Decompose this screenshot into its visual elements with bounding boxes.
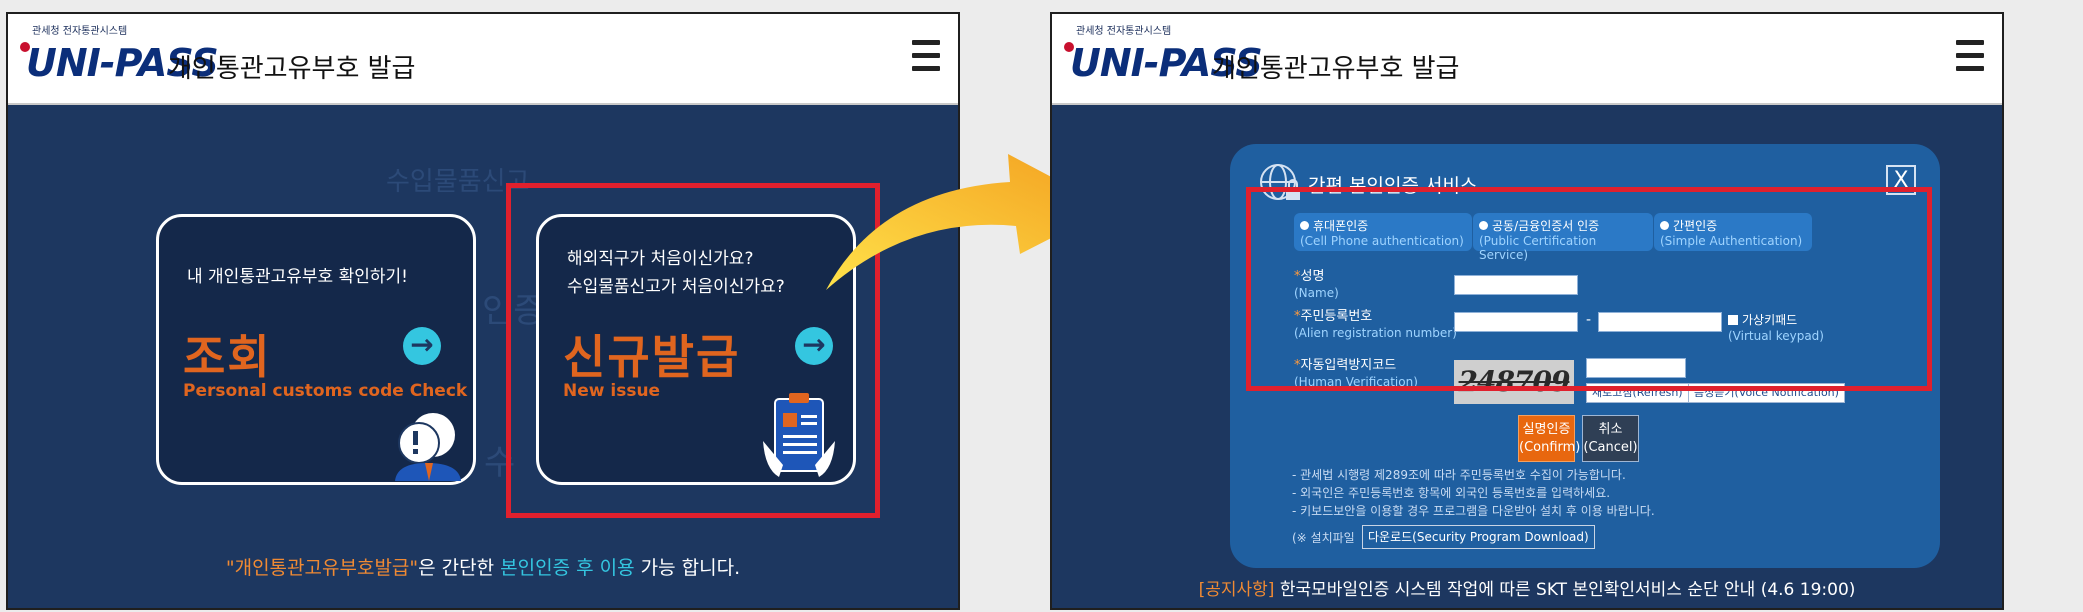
page-title: 개인통관고유부호 발급 [1212, 54, 1460, 84]
footer-note: "개인통관고유부호발급"은 간단한 본인인증 후 이용 가능 합니다. [8, 553, 958, 580]
label-text-en: (Alien registration number) [1294, 326, 1457, 340]
button-label: 실명인증 [1522, 422, 1571, 437]
unipass-logo[interactable]: UNI-PASS [1064, 40, 1263, 86]
page-header: 관세청 전자통관시스템 UNI-PASS 개인통관고유부호 발급 [8, 14, 958, 105]
logo-dot-icon [20, 42, 30, 52]
highlight-box [506, 183, 880, 518]
label-text: 자동입력방지코드 [1300, 358, 1397, 373]
background-text: 수입물품신고 [386, 167, 530, 197]
hamburger-menu-icon[interactable] [912, 40, 940, 74]
label-text-en: (Name) [1294, 286, 1339, 300]
registration-dash: - [1586, 312, 1592, 328]
unipass-logo[interactable]: UNI-PASS [20, 40, 219, 86]
logo-text: UNI-PASS [26, 41, 219, 85]
footer-part: 가능 합니다. [634, 557, 741, 579]
registration-label: *주민등록번호(Alien registration number) [1294, 309, 1457, 340]
new-issue-card[interactable]: 해외직구가 처음이신가요? 수입물품신고가 처음이신가요? 신규발급 New i… [536, 214, 856, 485]
registration-back-input[interactable] [1598, 312, 1722, 332]
registration-front-input[interactable] [1454, 312, 1578, 332]
option-label: 간편인증 [1660, 217, 1806, 234]
note-item: - 관세법 시행령 제289조에 따라 주민등록번호 수집이 가능합니다. [1292, 468, 1626, 482]
gov-label: 관세청 전자통관시스템 [1076, 26, 1172, 37]
card-question: 해외직구가 처음이신가요? [567, 249, 754, 269]
hamburger-menu-icon[interactable] [1956, 40, 1984, 74]
card-question: 내 개인통관고유부호 확인하기! [187, 267, 408, 287]
button-label-en: (Cancel) [1583, 440, 1638, 455]
checkbox-label: 가상키패드 [1742, 313, 1798, 327]
button-label-en: (Confirm) [1519, 440, 1581, 455]
captcha-input[interactable] [1586, 358, 1686, 378]
certificate-auth-option[interactable]: 공동/금융인증서 인증 (Public Certification Servic… [1473, 213, 1653, 262]
logo-text: UNI-PASS [1070, 41, 1263, 85]
security-download-button[interactable]: 다운로드(Security Program Download) [1362, 525, 1595, 549]
option-label-en: (Public Certification Service) [1479, 234, 1597, 262]
arrow-right-icon[interactable]: → [795, 327, 833, 365]
card-title: 조회 [183, 330, 272, 384]
note-item: - 외국인은 주민등록번호 항목에 외국인 등록번호를 입력하세요. [1292, 486, 1611, 500]
footer-part: 본인인증 후 이용 [500, 557, 635, 579]
person-with-exclamation-icon [395, 413, 461, 481]
cell-phone-auth-option[interactable]: 휴대폰인증 (Cell Phone authentication) [1294, 213, 1472, 251]
confirm-button[interactable]: 실명인증 (Confirm) [1518, 415, 1580, 462]
simple-auth-option[interactable]: 간편인증 (Simple Authentication) [1654, 213, 1812, 251]
captcha-label: *자동입력방지코드(Human Verification) [1294, 358, 1418, 389]
cancel-button[interactable]: 취소 (Cancel) [1582, 415, 1639, 462]
logo-dot-icon [1064, 42, 1074, 52]
notice-text: 한국모바일인증 시스템 작업에 따른 SKT 본인확인서비스 순단 안내 (4.… [1274, 580, 1856, 600]
label-text: 주민등록번호 [1300, 309, 1373, 324]
page-title: 개인통관고유부호 발급 [168, 54, 416, 84]
virtual-keypad-toggle[interactable]: 가상키패드 (Virtual keypad) [1728, 312, 1824, 344]
card-title: 신규발급 [563, 330, 741, 384]
footer-part: 은 간단한 [418, 557, 501, 579]
checkbox-label-en: (Virtual keypad) [1728, 329, 1824, 343]
main-area: 수입물품신고 인증 수 내 개인통관고유부호 확인하기! 조회 Personal… [8, 105, 958, 608]
close-button[interactable]: X [1886, 165, 1916, 195]
name-input[interactable] [1454, 275, 1578, 295]
auth-modal: 간편 본인인증 서비스 X 휴대폰인증 (Cell Phone authenti… [1230, 144, 1940, 568]
card-question: 수입물품신고가 처음이신가요? [567, 277, 785, 297]
page-header: 관세청 전자통관시스템 UNI-PASS 개인통관고유부호 발급 [1052, 14, 2002, 105]
card-subtitle: New issue [563, 381, 661, 401]
curved-arrow-icon [826, 154, 1110, 290]
option-label: 공동/금융인증서 인증 [1479, 217, 1647, 234]
gov-label: 관세청 전자통관시스템 [32, 26, 128, 37]
label-text: 성명 [1300, 269, 1325, 284]
footer-part: "개인통관고유부호발급" [225, 557, 419, 579]
setup-label: (※ 설치파일 [1292, 531, 1355, 545]
option-label-en: (Simple Authentication) [1660, 234, 1803, 248]
captcha-image: 248709 [1454, 360, 1574, 404]
lookup-card[interactable]: 내 개인통관고유부호 확인하기! 조회 Personal customs cod… [156, 214, 476, 485]
label-text-en: (Human Verification) [1294, 375, 1418, 389]
notice-tag: [공지사항] [1198, 580, 1275, 600]
arrow-right-icon[interactable]: → [403, 327, 441, 365]
notice-banner[interactable]: [공지사항] 한국모바일인증 시스템 작업에 따른 SKT 본인확인서비스 순단… [1052, 575, 2002, 600]
name-label: *성명(Name) [1294, 269, 1339, 300]
issue-page-panel: 관세청 전자통관시스템 UNI-PASS 개인통관고유부호 발급 수입물품신고 … [6, 12, 960, 610]
option-label-en: (Cell Phone authentication) [1300, 234, 1464, 248]
card-subtitle: Personal customs code Check [183, 381, 468, 401]
note-item: - 키보드보안을 이용할 경우 프로그램을 다운받아 설치 후 이용 바랍니다. [1292, 504, 1655, 518]
option-label: 휴대폰인증 [1300, 217, 1466, 234]
background-text: 인증 [482, 291, 545, 331]
highlight-box [1246, 187, 1932, 391]
checkbox[interactable] [1728, 315, 1738, 325]
clipboard-document-icon [763, 393, 835, 477]
notes-list: - 관세법 시행령 제289조에 따라 주민등록번호 수집이 가능합니다. - … [1292, 466, 1655, 520]
button-label: 취소 [1598, 422, 1623, 437]
